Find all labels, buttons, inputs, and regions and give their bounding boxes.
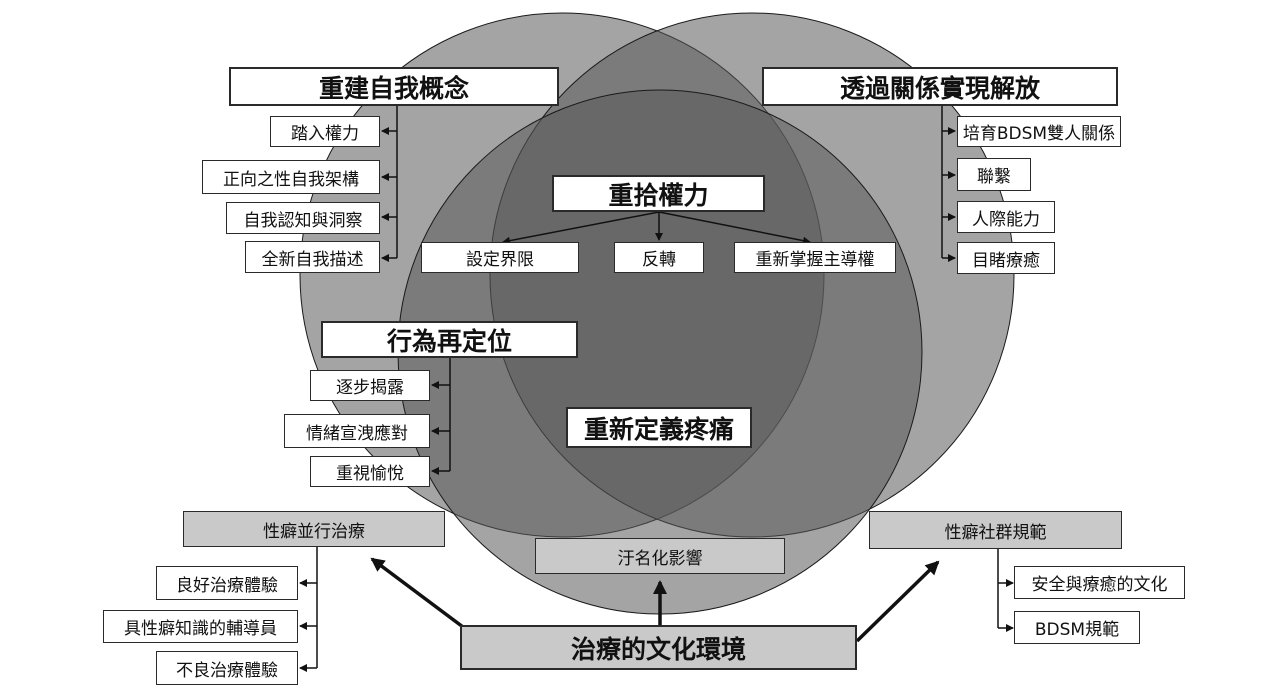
rebuild-self-item: 正向之性自我架構	[202, 160, 380, 194]
culture-box: 治療的文化環境	[460, 625, 857, 670]
community-norms-item: BDSM規範	[1014, 611, 1140, 644]
behavior-item: 逐步揭露	[310, 370, 430, 401]
liberation-item: 目睹療癒	[957, 242, 1055, 274]
rebuild-self-title: 重建自我概念	[229, 67, 559, 106]
rebuild-self-item: 全新自我描述	[245, 241, 380, 273]
redefine-pain-title: 重新定義疼痛	[566, 407, 752, 448]
regain-power-item: 設定界限	[421, 242, 579, 273]
community-norms-title: 性癖社群規範	[869, 511, 1122, 549]
behavior-title: 行為再定位	[321, 321, 578, 358]
behavior-item: 情緒宣洩應對	[284, 414, 430, 448]
liberation-item: 聯繫	[957, 158, 1031, 191]
community-norms-connectors	[997, 549, 1014, 632]
parallel-therapy-item: 良好治療體驗	[156, 566, 298, 600]
rebuild-self-connectors	[381, 105, 398, 262]
culture-arrows	[370, 557, 940, 643]
community-norms-item: 安全與療癒的文化	[1014, 566, 1185, 599]
behavior-item: 重視愉悅	[310, 456, 430, 487]
regain-power-connectors	[502, 211, 811, 245]
liberation-title: 透過關係實現解放	[762, 67, 1118, 106]
liberation-item: 人際能力	[957, 201, 1055, 233]
regain-power-item: 重新掌握主導權	[734, 242, 896, 273]
rebuild-self-item: 自我認知與洞察	[226, 202, 380, 234]
parallel-therapy-connectors	[299, 547, 318, 672]
regain-power-item: 反轉	[614, 242, 704, 273]
liberation-connectors	[941, 105, 956, 262]
liberation-item: 培育BDSM雙人關係	[957, 116, 1121, 147]
parallel-therapy-item: 不良治療體驗	[156, 651, 298, 685]
regain-power-title: 重拾權力	[552, 175, 765, 212]
parallel-therapy-item: 具性癖知識的輔導員	[103, 610, 298, 643]
behavior-connectors	[431, 358, 451, 475]
parallel-therapy-title: 性癖並行治療	[183, 511, 445, 547]
stigma-box: 汙名化影響	[535, 538, 785, 574]
rebuild-self-item: 踏入權力	[270, 116, 380, 147]
